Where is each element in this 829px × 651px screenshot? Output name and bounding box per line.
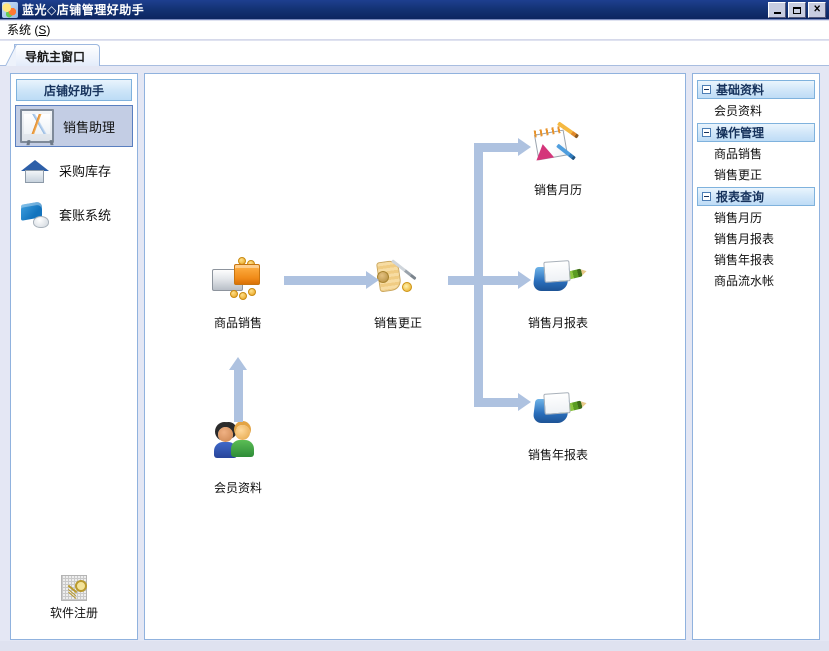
key-icon xyxy=(61,575,87,601)
flow-node-year-report[interactable]: 销售年报表 xyxy=(503,389,613,463)
group-title: 报表查询 xyxy=(716,190,765,204)
sidebar-header: 店铺好助手 xyxy=(16,79,132,101)
menu-bar: 系统 (S) xyxy=(0,21,829,40)
window-title: 蓝光◇店铺管理好助手 xyxy=(22,3,145,17)
sidebar-list: 销售助理 采购库存 套账系统 xyxy=(11,105,137,235)
arrow-branch-to-calendar xyxy=(474,138,531,156)
minimize-button[interactable] xyxy=(768,2,786,18)
two-users-icon xyxy=(212,422,264,470)
task-panel: 基础资料 会员资料 操作管理 商品销售 销售更正 报表查询 销售月历 销售月报表… xyxy=(692,73,820,640)
sidebar-item-accounting-system[interactable]: 套账系统 xyxy=(15,193,133,235)
cash-register-icon xyxy=(212,257,264,305)
sidebar-item-label: 销售助理 xyxy=(63,119,116,135)
menu-item-system-mnemonic: S xyxy=(38,23,47,37)
group-header-operation-management[interactable]: 操作管理 xyxy=(697,123,815,142)
navigation-diagram-canvas: 商品销售 销售更正 销售月历 销售月报表 xyxy=(144,73,686,640)
task-item-month-report[interactable]: 销售月报表 xyxy=(714,232,775,246)
task-item-goods-flow-account[interactable]: 商品流水帐 xyxy=(714,274,775,288)
tab-label: 导航主窗口 xyxy=(25,49,86,64)
flow-node-label: 销售月历 xyxy=(533,183,582,197)
sidebar-item-label: 采购库存 xyxy=(59,163,112,179)
task-item-sale-correction[interactable]: 销售更正 xyxy=(714,168,763,182)
collapse-icon[interactable] xyxy=(702,192,711,201)
book-mouse-icon xyxy=(20,199,50,229)
house-icon xyxy=(20,155,50,185)
task-item-goods-sale[interactable]: 商品销售 xyxy=(714,147,763,161)
group-title: 基础资料 xyxy=(716,83,765,97)
flow-node-sale-calendar[interactable]: 销售月历 xyxy=(503,121,613,198)
workspace: 店铺好助手 销售助理 采购库存 套账系统 软件注册 xyxy=(0,66,829,641)
menu-item-system-suffix: ) xyxy=(46,23,51,37)
software-registration-label: 软件注册 xyxy=(49,606,98,620)
tab-strip: 导航主窗口 xyxy=(0,41,829,68)
flow-node-label: 销售更正 xyxy=(373,316,422,330)
task-item-member-data[interactable]: 会员资料 xyxy=(714,104,763,118)
flow-node-month-report[interactable]: 销售月报表 xyxy=(503,257,613,331)
tab-navigation-main-window[interactable]: 导航主窗口 xyxy=(3,44,101,68)
collapse-icon[interactable] xyxy=(702,85,711,94)
sidebar-item-purchase-inventory[interactable]: 采购库存 xyxy=(15,149,133,191)
close-button[interactable]: ✕ xyxy=(808,2,826,18)
flow-node-label: 会员资料 xyxy=(213,481,262,495)
title-bar: 蓝光◇店铺管理好助手 ✕ xyxy=(0,0,829,20)
sidebar-item-sales-assistant[interactable]: 销售助理 xyxy=(15,105,133,147)
flow-node-goods-sale[interactable]: 商品销售 xyxy=(183,257,293,331)
group-header-report-query[interactable]: 报表查询 xyxy=(697,187,815,206)
group-title: 操作管理 xyxy=(716,126,765,140)
flow-node-sale-correction[interactable]: 销售更正 xyxy=(343,257,453,331)
arrow-branch-to-month-report xyxy=(474,271,531,289)
receipt-pen-icon xyxy=(372,257,424,305)
app-icon xyxy=(2,1,18,18)
group-header-basic-data[interactable]: 基础资料 xyxy=(697,80,815,99)
branch-trunk xyxy=(474,143,483,407)
sidebar-panel: 店铺好助手 销售助理 采购库存 套账系统 软件注册 xyxy=(10,73,138,640)
easel-icon xyxy=(20,109,54,143)
arrow-goods-sale-to-correction xyxy=(284,271,379,289)
collapse-icon[interactable] xyxy=(702,128,711,137)
arrow-member-to-goods-sale xyxy=(229,357,247,422)
menu-item-system-prefix: 系统 ( xyxy=(7,23,39,37)
window-controls: ✕ xyxy=(768,2,826,18)
menu-item-system[interactable]: 系统 (S) xyxy=(0,20,57,40)
folder-report-icon xyxy=(532,257,584,305)
flow-node-label: 商品销售 xyxy=(213,316,262,330)
flow-node-label: 销售月报表 xyxy=(527,316,588,330)
calendar-pencils-icon xyxy=(532,121,584,172)
arrow-correction-to-branch xyxy=(448,271,487,289)
software-registration[interactable]: 软件注册 xyxy=(11,575,137,621)
folder-report-icon xyxy=(532,389,584,437)
task-item-year-report[interactable]: 销售年报表 xyxy=(714,253,775,267)
task-item-sale-calendar[interactable]: 销售月历 xyxy=(714,211,763,225)
sidebar-item-label: 套账系统 xyxy=(59,207,112,223)
arrow-branch-to-year-report xyxy=(474,393,531,411)
flow-node-member-data[interactable]: 会员资料 xyxy=(183,422,293,496)
flow-node-label: 销售年报表 xyxy=(527,448,588,462)
maximize-button[interactable] xyxy=(788,2,806,18)
